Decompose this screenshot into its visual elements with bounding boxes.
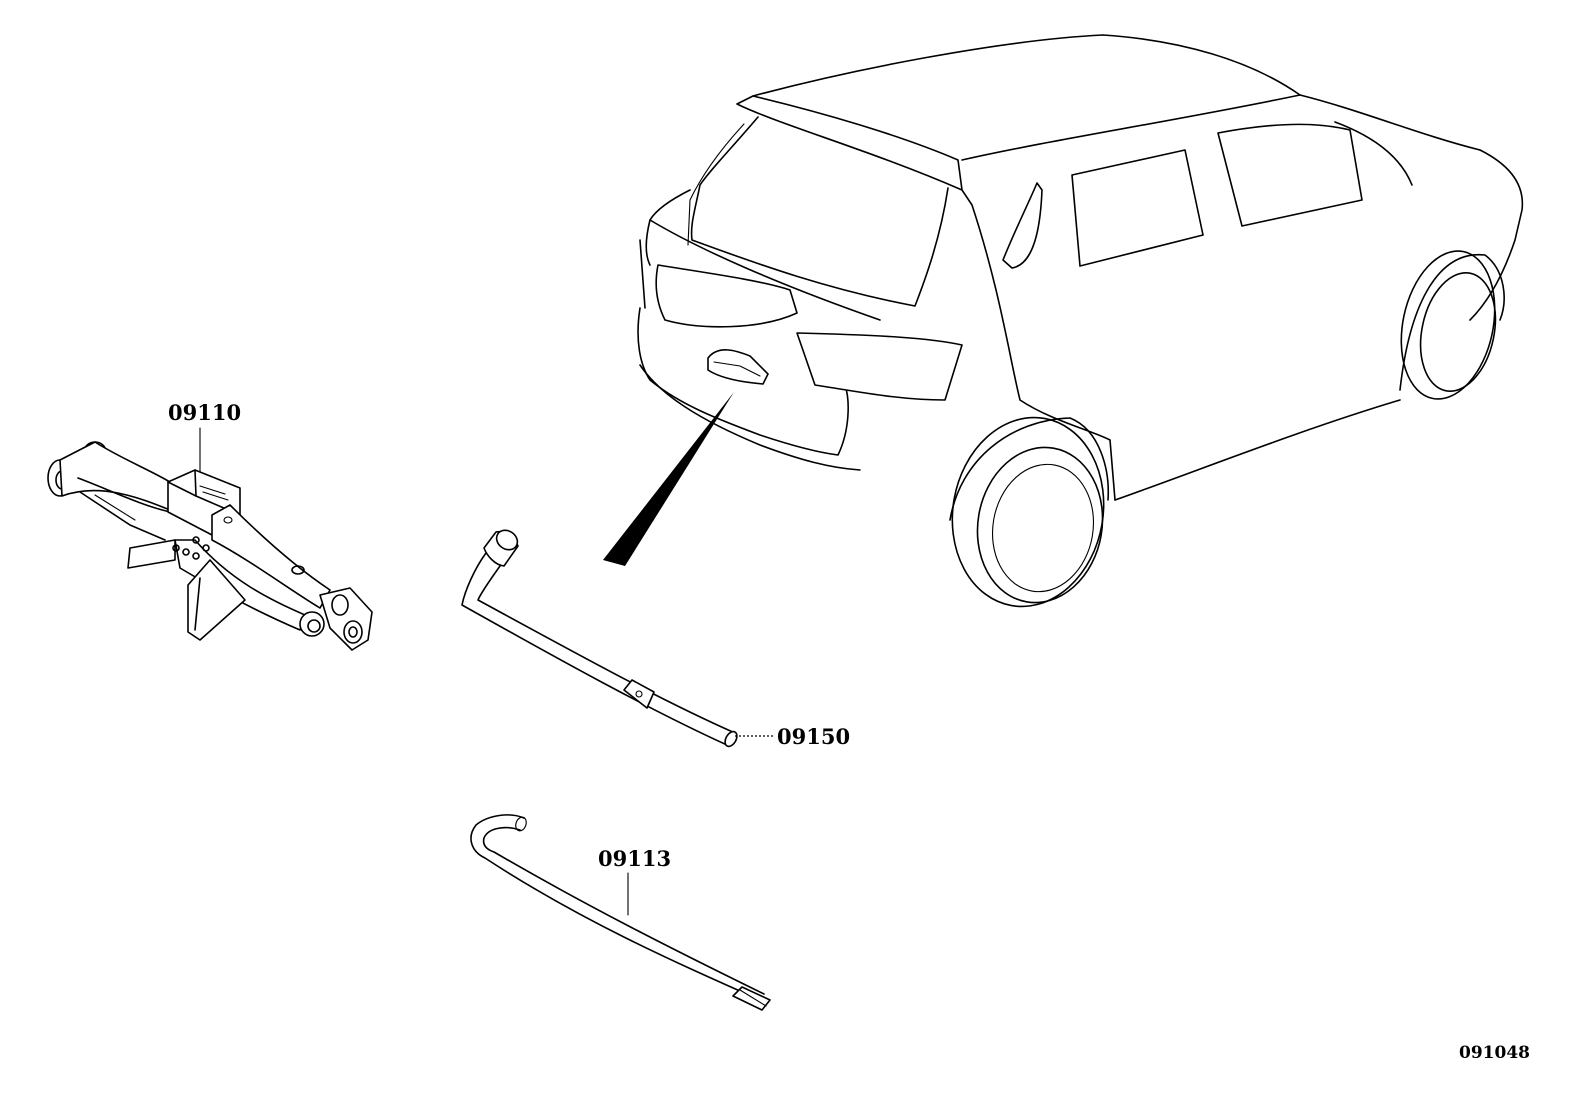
part-label-handle: 09113	[598, 846, 671, 871]
scissor-jack	[47, 441, 373, 651]
location-pointer	[603, 392, 734, 566]
vehicle-illustration	[603, 34, 1524, 608]
part-label-jack: 09110	[168, 400, 241, 425]
rear-wheel	[949, 416, 1110, 608]
front-wheel	[1399, 250, 1505, 400]
lug-wrench	[461, 529, 738, 748]
illustration-code: 091048	[1459, 1043, 1530, 1063]
jack-handle	[470, 814, 771, 1011]
part-label-wrench: 09150	[777, 724, 850, 749]
